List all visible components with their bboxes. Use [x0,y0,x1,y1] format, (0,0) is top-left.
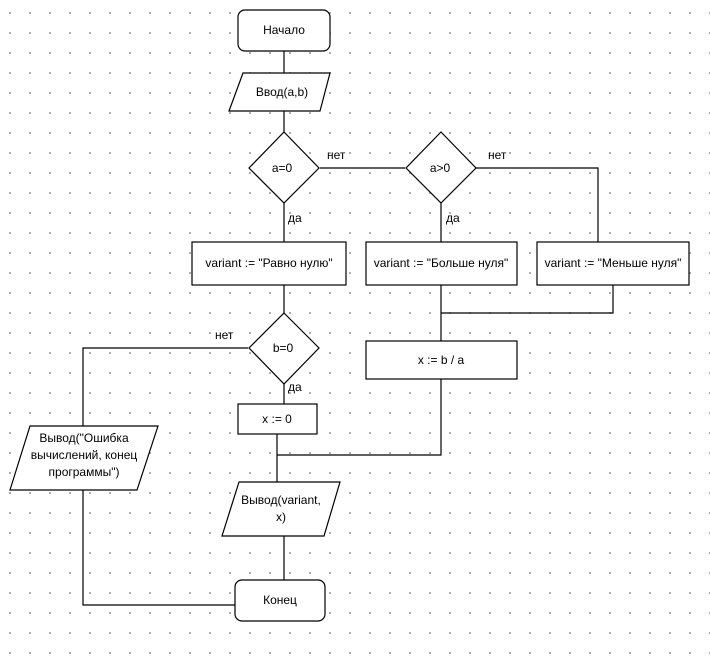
result-output-line-1: Вывод(variant, [241,493,321,507]
process-positive [365,241,518,286]
process-equals-zero-label: variant := "Равно нулю" [205,256,332,270]
connectors [82,51,614,606]
process-equals-zero [191,241,347,286]
process-negative-label: variant := "Меньше нуля" [545,256,682,270]
decision-a-positive-label: a>0 [430,161,451,175]
process-compute-x-label: x := b / a [418,353,465,367]
label-no-a0: нет [327,148,346,162]
process-compute-x [365,340,518,380]
connector-negative-merge [441,285,614,314]
error-output-parallelogram [9,425,159,491]
result-output-parallelogram [221,481,341,537]
decision-b-equals-zero-label: b=0 [273,341,294,355]
decision-b-equals-zero [248,312,320,385]
process-x-zero-label: x := 0 [262,412,292,426]
error-output-line-2: вычислений, конец [31,448,138,462]
input-label: Ввод(a,b) [256,85,308,99]
label-yes-apos: да [446,211,460,225]
process-positive-label: variant := "Больше нуля" [374,256,509,270]
process-x-zero [237,403,318,435]
start-label: Начало [263,23,305,37]
end-label: Конец [263,593,297,607]
input-parallelogram [228,72,331,112]
connector-apos-no [476,167,599,242]
label-no-b0: нет [215,328,234,342]
decision-a-equals-zero-label: a=0 [272,161,293,175]
error-output-line-3: программы") [49,465,120,479]
connector-error-end [82,490,235,606]
error-output-line-1: Вывод("Ошибка [39,431,129,445]
connector-b0-no [82,347,248,426]
decision-a-positive [405,131,477,204]
result-output-line-2: x) [276,510,286,524]
start-terminator [237,9,331,52]
label-no-apos: нет [488,148,507,162]
process-negative [536,241,690,286]
decision-a-equals-zero [248,131,320,204]
end-terminator [234,579,326,622]
label-yes-a0: да [288,211,302,225]
label-yes-b0: да [288,380,302,394]
connector-compute-merge [277,379,442,456]
